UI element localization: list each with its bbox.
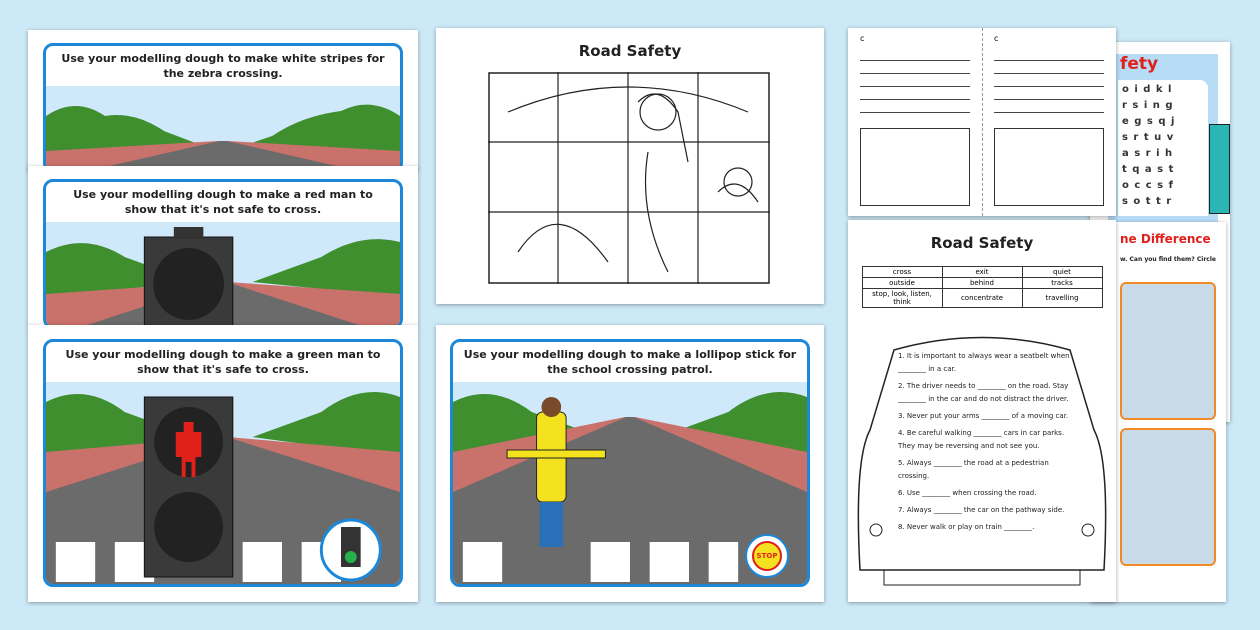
question-item: 5. Always ________ the road at a pedestr… [898,459,1049,480]
traffic-light-scene [46,222,400,326]
card-instruction: Use your modelling dough to make a green… [65,348,381,376]
column-label: c [994,34,999,43]
column-label: c [860,34,865,43]
question-item: 7. Always ________ the car on the pathwa… [898,506,1065,514]
word-bank-cell: tracks [1021,277,1103,289]
word-bank-cell: exit [941,266,1023,278]
word-search-row: s o t t r [1122,196,1173,207]
crossing-scene [46,382,400,584]
word-bank-cell: quiet [1021,266,1103,278]
question-item: 8. Never walk or play on train ________. [898,523,1035,531]
card-zebra-crossing: Use your modelling dough to make white s… [28,30,418,173]
word-bank-cell: behind [941,277,1023,289]
word-search-row: o i d k l [1122,84,1173,95]
word-bank-cell: cross [861,266,943,278]
word-search-row: r s i n g [1122,100,1174,111]
difference-picture-top [1120,282,1216,420]
word-bank-cell: travelling [1021,288,1103,308]
question-item: 6. Use ________ when crossing the road. [898,489,1037,497]
question-item: 4. Be careful walking ________ cars in c… [898,429,1065,450]
puzzle-title: Road Safety [578,42,682,60]
card-red-man: Use your modelling dough to make a red m… [28,166,418,329]
word-bank-cell: concentrate [941,288,1023,308]
question-item: 2. The driver needs to ________ on the r… [898,382,1069,403]
card-instruction: Use your modelling dough to make a red m… [73,188,373,216]
sign-text: STOP [752,541,782,571]
card-instruction: Use your modelling dough to make a lolli… [463,348,797,376]
drawing-box [994,128,1104,206]
car-outline [857,336,1107,586]
word-search-grid: o i d k l r s i n g e g s q j s r t u v a s … [1122,82,1175,210]
word-bank-cell: stop, look, listen, think [861,288,943,308]
word-search-row: a s r i h [1122,148,1174,159]
lined-writing-sheet: c c [848,28,1116,216]
lollipop-sign: STOP [745,534,789,578]
road-scene [46,86,400,170]
word-search-row: o c c s f [1122,180,1174,191]
crossing-patrol-scene [453,382,807,584]
question-item: 3. Never put your arms ________ of a mov… [898,412,1069,420]
word-search-row: s r t u v [1122,132,1175,143]
word-search-title: fety [1120,54,1159,74]
question-list: 1. It is important to always wear a seat… [898,350,1078,538]
word-search-row: t q a s t [1122,164,1175,175]
word-search-row: e g s q j [1122,116,1176,127]
difference-picture-bottom [1120,428,1216,566]
jigsaw-puzzle-image [488,72,770,284]
word-bank-cell: outside [861,277,943,289]
difference-instructions: w. Can you find them? Circle [1120,256,1216,263]
puzzle-sheet: Road Safety [436,28,824,304]
card-instruction: Use your modelling dough to make white s… [61,52,385,80]
worksheet-title: Road Safety [930,234,1034,252]
card-lollipop: Use your modelling dough to make a lolli… [436,325,824,602]
question-item: 1. It is important to always wear a seat… [898,352,1070,373]
difference-title: ne Difference [1120,232,1211,246]
drawing-box [860,128,970,206]
card-green-man: Use your modelling dough to make a green… [28,325,418,602]
